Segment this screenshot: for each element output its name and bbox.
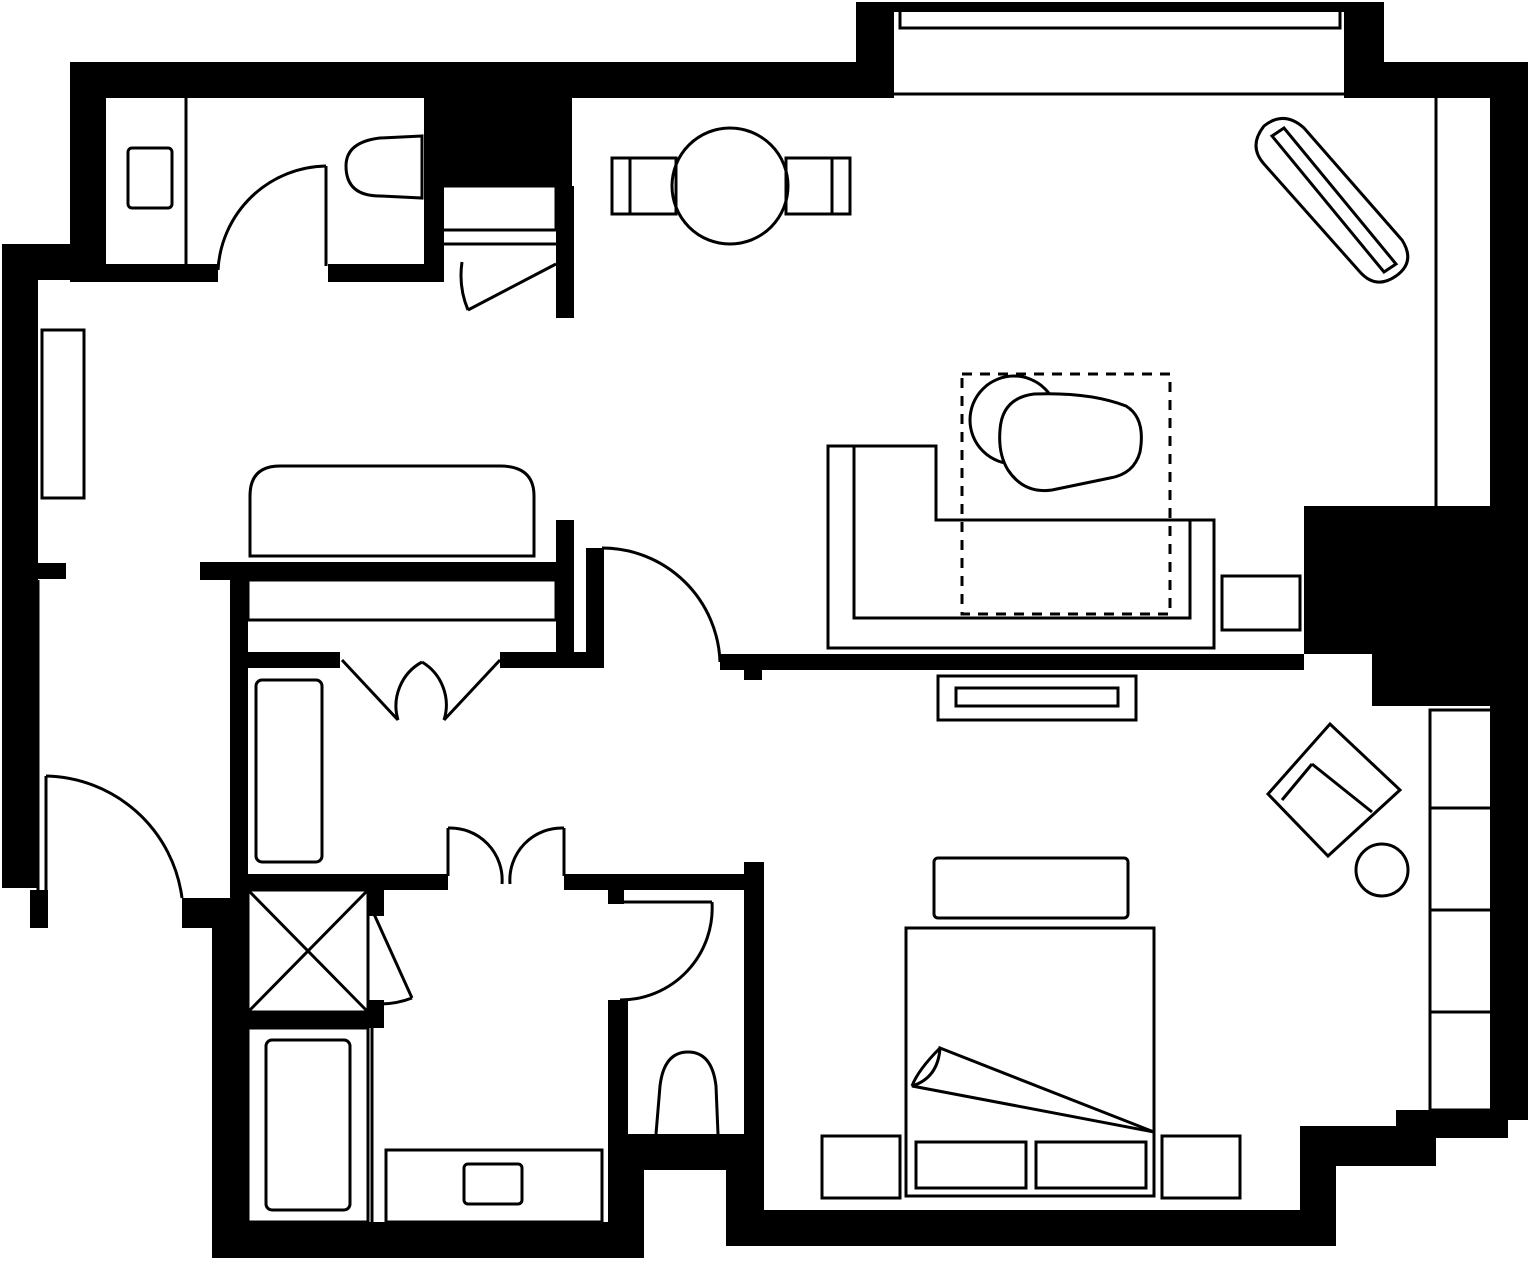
window-seat: [1428, 708, 1494, 1112]
dining-chair: [610, 156, 678, 216]
wall-mid-horizontal: [200, 562, 558, 580]
window-left: [40, 328, 86, 500]
wall-bay-left: [856, 2, 894, 98]
wall-bottom-bedroom: [726, 1210, 1336, 1246]
wall-closet-bottom-r: [500, 652, 604, 668]
door-living: [600, 546, 722, 663]
powder-room: [126, 98, 558, 264]
tv-console-inner: [954, 686, 1120, 708]
vanity-sink: [384, 1148, 604, 1224]
wall-bath-notch: [182, 898, 248, 928]
wall-bath-top-l: [230, 874, 448, 890]
wall-powder-bottom-l: [70, 264, 218, 282]
wall-right-step2: [1396, 1110, 1436, 1166]
sink: [126, 146, 174, 210]
sofa: [826, 444, 1216, 650]
nightstand: [820, 1134, 902, 1200]
wall-shower-bottom: [230, 1012, 384, 1028]
door-powder: [216, 164, 328, 271]
shower: [246, 888, 370, 1014]
headboard-bench: [932, 856, 1130, 920]
bed: [904, 926, 1156, 1198]
living-room: [246, 117, 1410, 650]
wall-shower-right-stub: [368, 874, 384, 916]
wall-left-door-jamb: [30, 890, 48, 928]
wall-mid-vertical-a: [556, 520, 574, 662]
window-right-lower: [1500, 736, 1520, 1110]
wall-powder-div: [424, 186, 444, 282]
lounge-chair: [968, 374, 1143, 493]
wardrobe: [254, 678, 324, 864]
door-bath-double: [446, 826, 566, 885]
wall-powder-right-block: [424, 62, 572, 186]
armchair: [1265, 721, 1403, 859]
wall-toilet-left: [608, 874, 624, 904]
wall-bay-top: [856, 2, 1384, 12]
wall-corridor-left: [230, 562, 248, 898]
pillar-right-lower: [1372, 600, 1528, 706]
bathtub: [246, 1026, 370, 1224]
wall-bath-left: [212, 900, 248, 1258]
wall-bedroom-left: [744, 862, 764, 1134]
side-table: [1220, 574, 1302, 632]
door-shower: [372, 913, 414, 1006]
wall-mid-vertical-b: [586, 548, 604, 662]
wall-living-bottom: [720, 654, 1304, 670]
round-side-table: [1354, 842, 1410, 898]
wall-shower-bottom-stub: [368, 1000, 384, 1028]
dining-table: [670, 126, 790, 246]
wall-toilet-left-lower: [608, 1000, 628, 1160]
wall-right-step1: [1428, 1110, 1508, 1138]
wall-bottom-bath: [212, 1222, 644, 1258]
door-toilet: [619, 900, 714, 1002]
bathtub: [264, 1038, 352, 1212]
wall-right-step4: [1300, 1126, 1336, 1218]
doors: [44, 164, 722, 1006]
bathroom: [246, 888, 720, 1224]
wall-closet-right: [556, 186, 574, 318]
bench: [248, 464, 536, 558]
pillow: [914, 1140, 1028, 1190]
wall-right-upper: [1490, 62, 1528, 510]
chaise-lounge: [1254, 117, 1410, 284]
door-entry: [44, 774, 184, 900]
wall-right-lower: [1490, 700, 1528, 1120]
closet-shelf: [440, 184, 558, 232]
wall-living-stub: [744, 654, 762, 680]
pillow: [1034, 1140, 1148, 1190]
door-wardrobe-double: [340, 658, 502, 722]
toilet: [654, 1050, 720, 1135]
closet: [254, 678, 324, 864]
nightstand: [1160, 1134, 1242, 1200]
wall-bath-top-r: [564, 874, 764, 890]
ottoman: [960, 372, 1172, 616]
tv-console: [936, 674, 1138, 722]
wall-top-right: [1344, 62, 1514, 98]
window-top: [898, 8, 1342, 30]
wall-left-stub: [2, 563, 66, 579]
dining-chair: [784, 156, 852, 216]
sink: [462, 1162, 524, 1206]
console-table: [246, 578, 558, 622]
wall-powder-bottom-r: [328, 264, 438, 282]
wall-closet-bottom-l: [230, 652, 340, 668]
toilet: [344, 134, 424, 200]
windows: [36, 8, 1520, 1110]
window-right-upper: [1500, 104, 1520, 488]
bedroom: [820, 674, 1494, 1200]
door-closet-small: [459, 261, 557, 312]
